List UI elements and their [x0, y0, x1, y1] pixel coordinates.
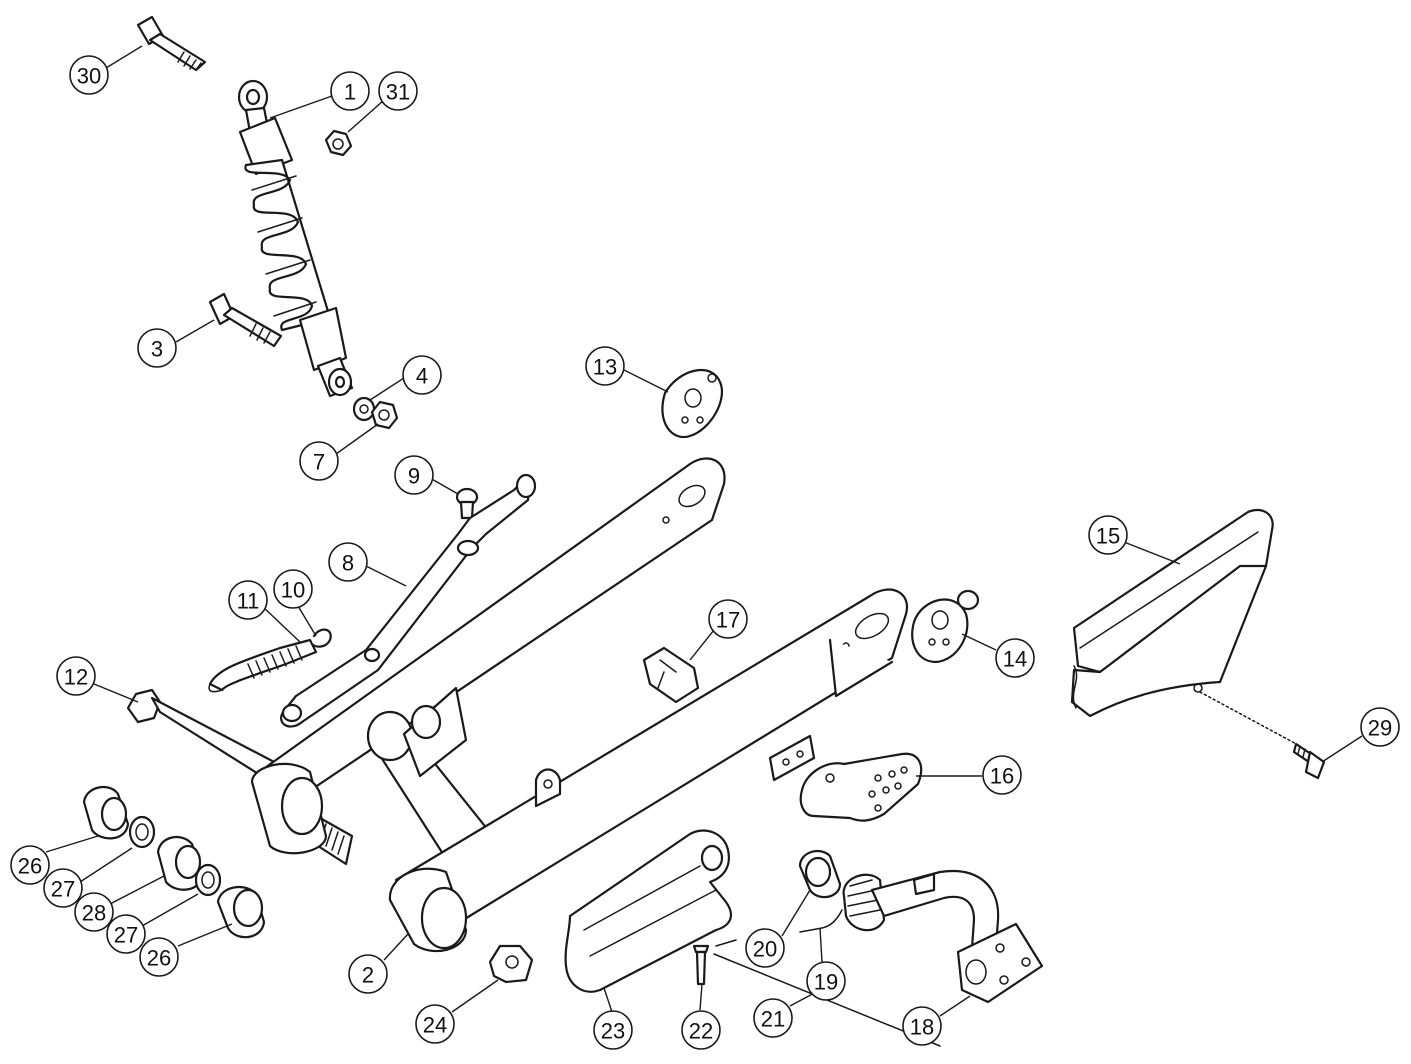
callout-label: 27 [51, 877, 75, 902]
callout-13: 13 [585, 346, 625, 386]
part-11-spring [208, 638, 318, 693]
part-31-nut [324, 129, 353, 157]
callout-label: 1 [344, 80, 356, 105]
part-23-chain-slider [564, 829, 733, 993]
part-22-screw [692, 944, 710, 986]
callout-1: 1 [330, 71, 370, 111]
callout-label: 26 [18, 854, 42, 879]
callout-label: 14 [1003, 647, 1027, 672]
callout-label: 7 [313, 450, 325, 475]
callout-28: 28 [74, 892, 114, 932]
callout-label: 15 [1096, 524, 1120, 549]
part-27-washer-upper [128, 815, 156, 849]
callout-17: 17 [708, 599, 748, 639]
callout-label: 28 [82, 901, 106, 926]
part-24-nut [488, 944, 534, 984]
part-3-bolt [208, 292, 283, 348]
callout-label: 27 [114, 923, 138, 948]
callout-8: 8 [328, 542, 368, 582]
callout-label: 29 [1368, 716, 1392, 741]
callout-label: 23 [601, 1019, 625, 1044]
callout-label: 30 [77, 64, 101, 89]
callout-16: 16 [982, 755, 1022, 795]
leader-lines [45, 45, 1363, 1017]
part-28-spacer [156, 835, 204, 891]
part-7-nut [370, 400, 399, 430]
part-10-clip [310, 628, 332, 648]
part-20-bushing [798, 849, 842, 899]
callout-label: 3 [151, 337, 163, 362]
callout-15: 15 [1088, 515, 1128, 555]
callout-14: 14 [995, 638, 1035, 678]
part-26-bushing-upper [82, 785, 130, 840]
part-2-swingarm [250, 457, 909, 953]
callout-19: 19 [806, 961, 846, 1001]
callout-27-upper: 27 [43, 868, 83, 908]
callout-11: 11 [228, 580, 268, 620]
callout-21: 21 [753, 998, 793, 1038]
callout-label: 4 [416, 364, 428, 389]
callout-20: 20 [745, 928, 785, 968]
callout-label: 20 [753, 937, 777, 962]
part-8-brake-rod [280, 473, 537, 728]
part-1-shock-absorber [237, 79, 354, 398]
part-15-chain-guard [1070, 508, 1274, 718]
callout-label: 19 [814, 970, 838, 995]
part-17-clamp [642, 646, 700, 704]
part-4-washer [352, 396, 376, 422]
callout-label: 13 [593, 355, 617, 380]
callout-label: 17 [716, 608, 740, 633]
part-13-plate [661, 368, 723, 439]
callout-29: 29 [1360, 707, 1400, 747]
part-30-bolt [136, 15, 207, 72]
callout-22: 22 [681, 1010, 721, 1050]
callout-label: 26 [147, 946, 171, 971]
callout-label: 31 [386, 80, 410, 105]
callout-9: 9 [394, 455, 434, 495]
callout-label: 18 [910, 1015, 934, 1040]
callout-23: 23 [593, 1010, 633, 1050]
callout-7: 7 [299, 441, 339, 481]
callout-label: 16 [990, 764, 1014, 789]
part-18-brake-pedal [842, 869, 1044, 1004]
part-16-bracket [799, 752, 923, 822]
callout-label: 12 [64, 665, 88, 690]
callout-12: 12 [56, 656, 96, 696]
part-27-washer-lower [194, 863, 222, 897]
callout-label: 21 [761, 1007, 785, 1032]
callout-31: 31 [378, 71, 418, 111]
callout-label: 2 [362, 963, 374, 988]
callout-label: 24 [423, 1013, 447, 1038]
callout-label: 10 [281, 578, 305, 603]
part-26-bushing-lower [216, 885, 266, 939]
callout-label: 9 [408, 464, 420, 489]
callout-2: 2 [348, 954, 388, 994]
callout-label: 11 [237, 589, 260, 614]
callout-26-upper: 26 [10, 845, 50, 885]
callout-26-lower: 26 [139, 937, 179, 977]
part-14-plate [911, 589, 980, 664]
callout-18: 18 [902, 1006, 942, 1046]
part-29-screw [1292, 742, 1326, 780]
callout-27-lower: 27 [106, 914, 146, 954]
callout-10: 10 [273, 569, 313, 609]
callout-label: 22 [689, 1019, 713, 1044]
part-9-grease-nipple [455, 487, 479, 520]
callout-label: 8 [342, 551, 354, 576]
callout-4: 4 [402, 355, 442, 395]
part-19-spring-wire [799, 909, 843, 933]
callout-3: 3 [137, 328, 177, 368]
callout-30: 30 [69, 55, 109, 95]
callout-24: 24 [415, 1004, 455, 1044]
